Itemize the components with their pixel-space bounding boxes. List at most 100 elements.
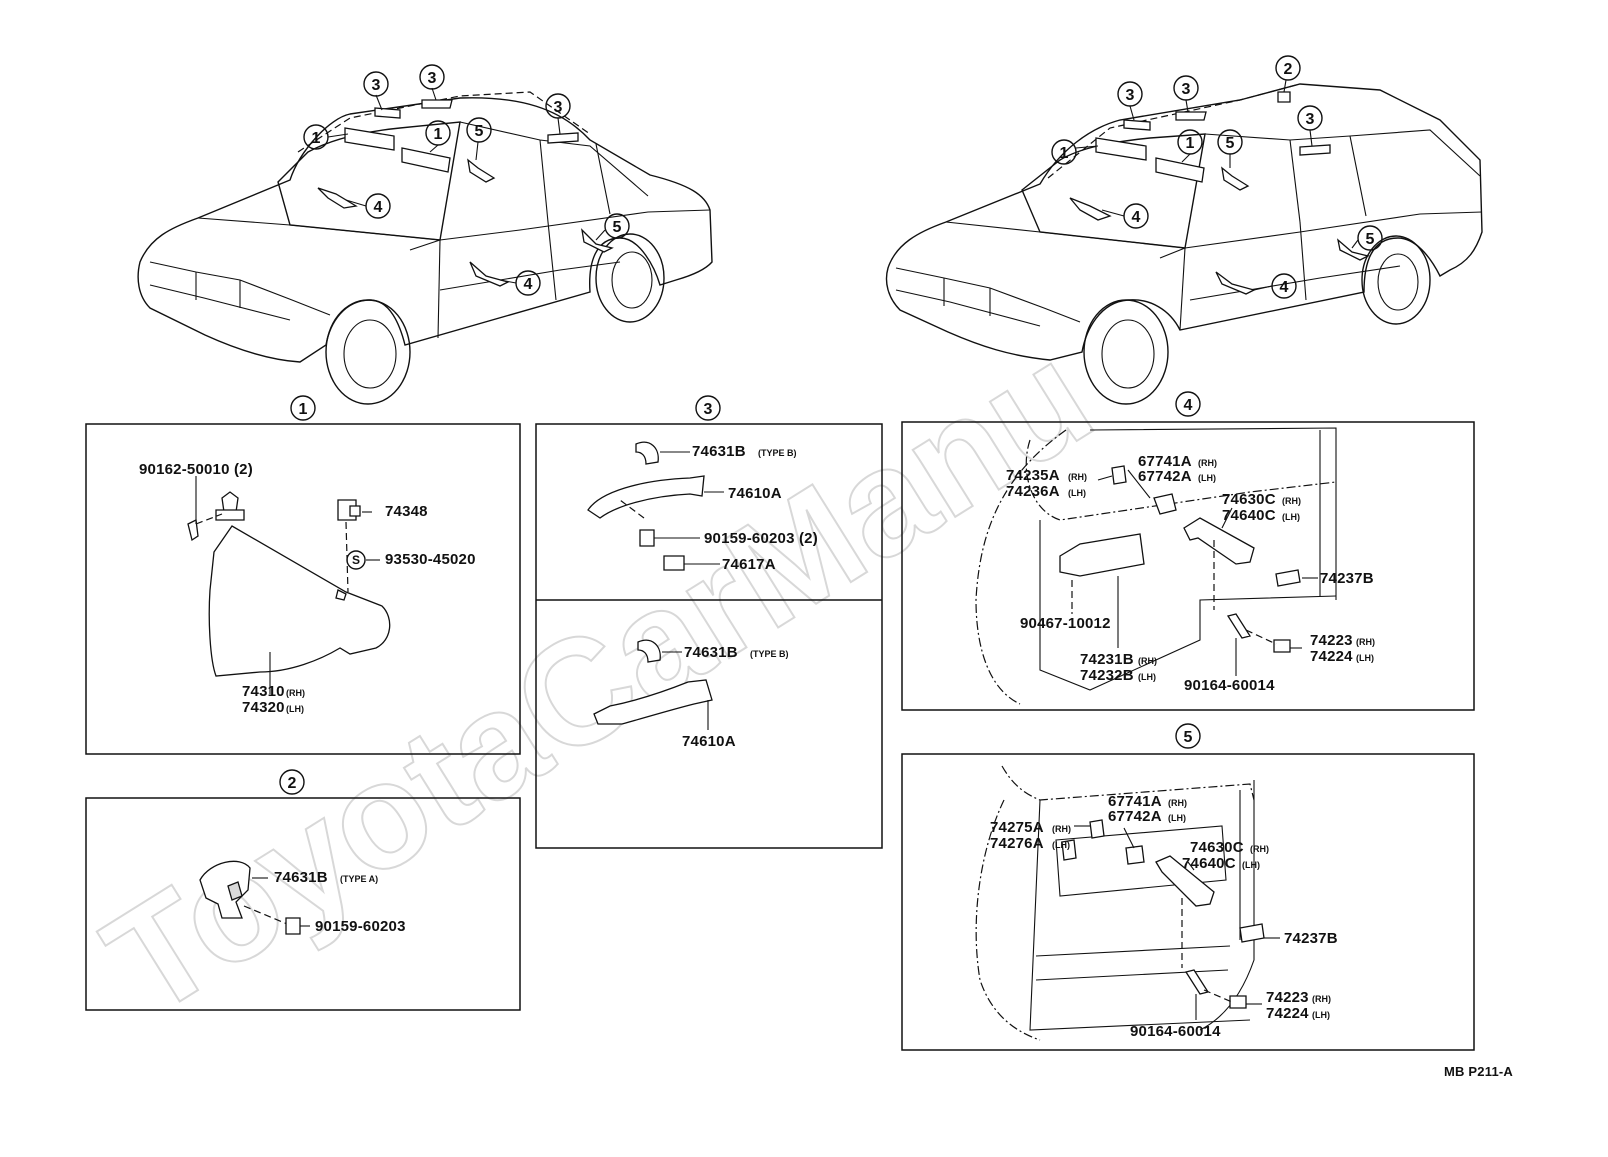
- sedan-callouts: 3 3 3 1 1 5 4 5 4: [303, 64, 630, 296]
- svg-text:3: 3: [704, 401, 713, 418]
- svg-text:3: 3: [428, 70, 437, 87]
- svg-text:5: 5: [1226, 135, 1235, 152]
- svg-text:1: 1: [434, 126, 443, 143]
- svg-text:1: 1: [299, 401, 308, 418]
- wagon-callouts: 3 3 2 3 1 1 5 4 5 4: [1051, 55, 1383, 299]
- svg-text:(LH): (LH): [1242, 860, 1260, 870]
- label-74237b: 74237B: [1320, 570, 1374, 587]
- callout-3: 3: [545, 93, 571, 119]
- svg-text:(RH): (RH): [1282, 496, 1301, 506]
- svg-text:(LH): (LH): [1138, 672, 1156, 682]
- section-3-frame: [535, 423, 883, 849]
- svg-text:(RH): (RH): [1168, 798, 1187, 808]
- svg-text:(RH): (RH): [1138, 656, 1157, 666]
- svg-text:(RH): (RH): [1198, 458, 1217, 468]
- svg-text:3: 3: [554, 99, 563, 116]
- svg-text:5: 5: [613, 219, 622, 236]
- callout-4: 4: [515, 270, 541, 296]
- label-74237b-s5: 74237B: [1284, 930, 1338, 947]
- label-74223-s5: 74223: [1266, 989, 1309, 1006]
- section-5-frame: [901, 753, 1475, 1051]
- label-74640c-s5: 74640C: [1182, 855, 1236, 872]
- label-74232b: 74232B: [1080, 667, 1134, 684]
- section-2-header: 2: [279, 769, 305, 795]
- svg-text:(RH): (RH): [1356, 637, 1375, 647]
- label-74275a: 74275A: [990, 819, 1044, 836]
- section-4-header: 4: [1175, 391, 1201, 417]
- callout-4: 4: [365, 193, 391, 219]
- callout-4: 4: [1123, 203, 1149, 229]
- svg-text:(LH): (LH): [1356, 653, 1374, 663]
- svg-text:(LH): (LH): [1052, 840, 1070, 850]
- label-67742a-s5: 67742A: [1108, 808, 1162, 825]
- clip-s-symbol: [346, 550, 366, 570]
- svg-text:(RH): (RH): [286, 688, 305, 698]
- label-74320: 74320: [242, 699, 285, 716]
- svg-text:2: 2: [288, 775, 297, 792]
- label-90164-60014-s4: 90164-60014: [1184, 677, 1275, 694]
- section-1-frame: [85, 423, 521, 755]
- callout-3: 3: [363, 71, 389, 97]
- svg-text:3: 3: [372, 77, 381, 94]
- svg-text:(RH): (RH): [1312, 994, 1331, 1004]
- svg-text:4: 4: [524, 276, 533, 293]
- svg-text:(LH): (LH): [1068, 488, 1086, 498]
- svg-text:(RH): (RH): [1068, 472, 1087, 482]
- label-90159-60203-2: 90159-60203 (2): [704, 530, 818, 547]
- svg-text:(TYPE A): (TYPE A): [340, 874, 378, 884]
- label-74224-s4: 74224: [1310, 648, 1353, 665]
- section-3-assist-grip: 3 74631B (TYPE B) 74610A 90159-60203 (2)…: [535, 395, 883, 849]
- label-93530-45020: 93530-45020: [385, 551, 476, 568]
- label-90162-50010: 90162-50010 (2): [139, 461, 253, 478]
- svg-text:2: 2: [1284, 61, 1293, 78]
- section-1-header: 1: [290, 395, 316, 421]
- svg-text:1: 1: [1186, 135, 1195, 152]
- svg-text:3: 3: [1126, 87, 1135, 104]
- callout-3: 3: [1173, 75, 1199, 101]
- drawing-code: MB P211-A: [1444, 1064, 1513, 1079]
- callout-4: 4: [1271, 273, 1297, 299]
- svg-text:4: 4: [374, 199, 383, 216]
- svg-text:(LH): (LH): [1282, 512, 1300, 522]
- section-4-frame: [901, 421, 1475, 711]
- label-74348: 74348: [385, 503, 428, 520]
- svg-text:3: 3: [1182, 81, 1191, 98]
- section-3-header: 3: [695, 395, 721, 421]
- label-74610a-top: 74610A: [728, 485, 782, 502]
- label-74235a: 74235A: [1006, 467, 1060, 484]
- svg-text:(LH): (LH): [1198, 473, 1216, 483]
- svg-text:(LH): (LH): [1312, 1010, 1330, 1020]
- label-74631b-bottom: 74631B: [684, 644, 738, 661]
- svg-text:5: 5: [1366, 231, 1375, 248]
- section-2-frame: [85, 797, 521, 1011]
- svg-text:(TYPE B): (TYPE B): [758, 448, 797, 458]
- svg-text:4: 4: [1280, 279, 1289, 296]
- svg-text:(LH): (LH): [286, 704, 304, 714]
- label-74630c-s5: 74630C: [1190, 839, 1244, 856]
- callout-1: 1: [1051, 139, 1077, 165]
- label-90164-60014-s5: 90164-60014: [1130, 1023, 1221, 1040]
- label-74231b: 74231B: [1080, 651, 1134, 668]
- label-67741a-s5: 67741A: [1108, 793, 1162, 810]
- callout-3: 3: [419, 64, 445, 90]
- section-1-sun-visor: 1 S 90162-50010 (2) 74348 93530-45020 74…: [85, 395, 521, 755]
- label-74617a: 74617A: [722, 556, 776, 573]
- label-74610a-bottom: 74610A: [682, 733, 736, 750]
- svg-text:(RH): (RH): [1052, 824, 1071, 834]
- label-74224-s5: 74224: [1266, 1005, 1309, 1022]
- svg-text:S: S: [352, 553, 360, 567]
- label-74310: 74310: [242, 683, 285, 700]
- callout-5: 5: [604, 213, 630, 239]
- label-74631b-type-a: 74631B: [274, 869, 328, 886]
- section-5-header: 5: [1175, 723, 1201, 749]
- watermark: ToyotaCarManu: [78, 310, 1119, 1047]
- wagon-illustration: [885, 83, 1483, 405]
- callout-2: 2: [1275, 55, 1301, 81]
- label-74640c: 74640C: [1222, 507, 1276, 524]
- callout-5: 5: [1217, 129, 1243, 155]
- callout-5: 5: [1357, 225, 1383, 251]
- callout-5: 5: [466, 117, 492, 143]
- callout-1: 1: [1177, 129, 1203, 155]
